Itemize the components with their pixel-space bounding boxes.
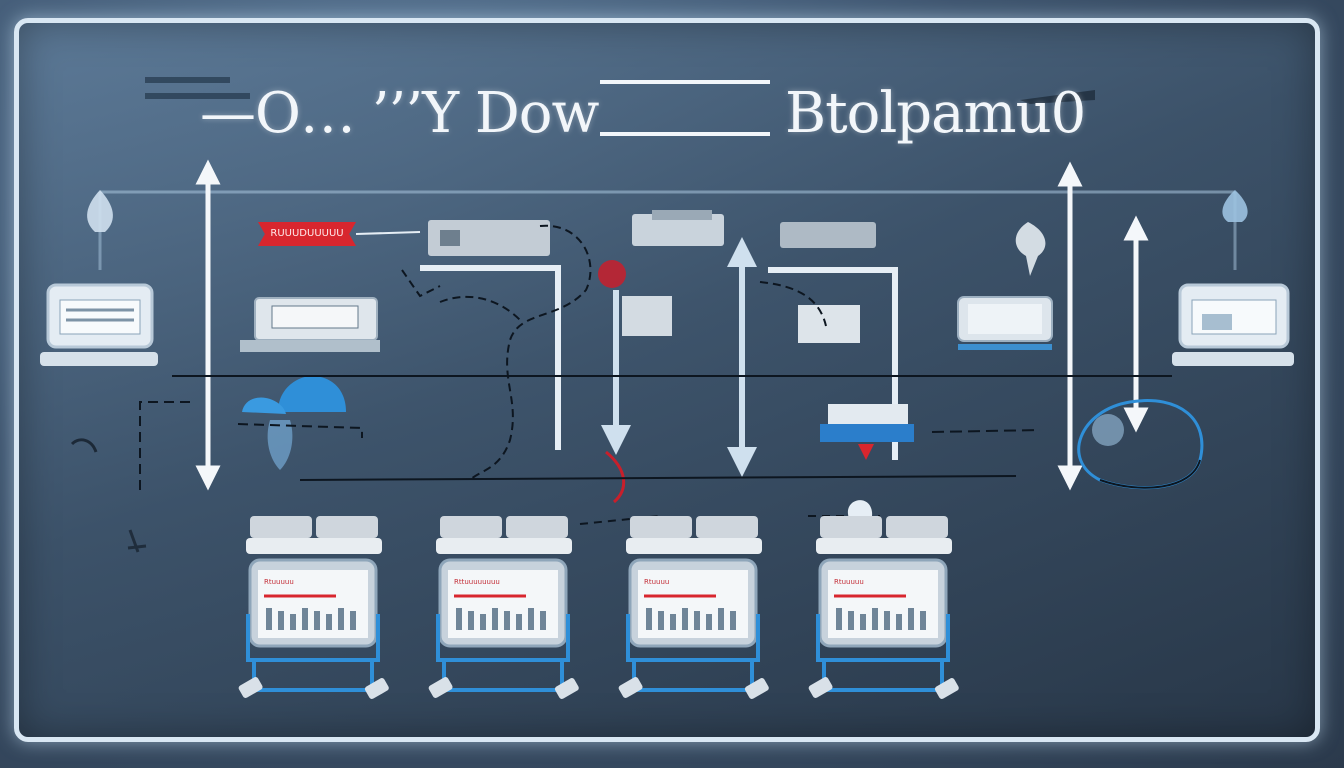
right-pin-icon [1222, 190, 1248, 222]
left-terminal-icon [40, 283, 158, 366]
terminal-part [250, 516, 312, 538]
terminal-part [670, 614, 676, 630]
terminal-card-label: Rttuuuuuuuu [454, 578, 500, 586]
printer-icon [632, 210, 724, 246]
terminal-part [364, 678, 389, 699]
diagram-title-right: Btolpamu0 [785, 81, 1086, 146]
terminal-part [278, 611, 284, 630]
monitor-icon [957, 296, 1053, 350]
printer-icon [798, 305, 860, 343]
terminal-part [246, 538, 382, 554]
terminal-part [448, 570, 558, 638]
terminal-part [718, 608, 724, 630]
hard-drive-icon [820, 404, 914, 460]
terminal-part [238, 677, 263, 698]
terminal-part [618, 677, 643, 698]
terminal-part [266, 608, 272, 630]
terminal-part [258, 570, 368, 638]
terminal-part [326, 614, 332, 630]
terminal-part [886, 516, 948, 538]
pin-icon [1015, 222, 1046, 276]
terminal-part [632, 660, 754, 690]
terminal-part [554, 678, 579, 699]
terminal-part [442, 660, 564, 690]
terminal-part [696, 516, 758, 538]
terminal-part [436, 614, 570, 662]
terminal-part [694, 611, 700, 630]
terminal-part [316, 516, 378, 538]
terminal-part [646, 608, 652, 630]
terminal-part [492, 608, 498, 630]
computer-terminal-icon [238, 516, 389, 699]
terminal-part [836, 608, 842, 630]
terminal-part [456, 608, 462, 630]
terminal-part [860, 614, 866, 630]
terminal-part [820, 516, 882, 538]
terminal-part [302, 608, 308, 630]
terminal-part [350, 611, 356, 630]
terminal-part [516, 614, 522, 630]
computer-terminal-icon [808, 516, 959, 699]
printer-icon [240, 297, 380, 352]
terminal-part [638, 570, 748, 638]
terminal-part [896, 614, 902, 630]
terminal-part [908, 608, 914, 630]
terminal-part [468, 611, 474, 630]
printer-icon [780, 222, 876, 248]
printer-icon [622, 296, 672, 336]
terminal-part [706, 614, 712, 630]
terminal-part [528, 608, 534, 630]
terminal-part [658, 611, 664, 630]
terminal-part [884, 611, 890, 630]
terminal-part [808, 677, 833, 698]
terminal-part [428, 677, 453, 698]
terminal-part [730, 611, 736, 630]
computer-terminal-icon [428, 516, 579, 699]
alert-dot-icon [598, 260, 626, 288]
title-decoration [145, 77, 1095, 136]
terminal-part [540, 611, 546, 630]
dashed-connectors [401, 224, 827, 481]
terminal-card-label: Rtuuuuu [264, 578, 294, 586]
terminal-part [744, 678, 769, 699]
red-connector [605, 450, 626, 504]
terminal-part [828, 570, 938, 638]
terminal-part [480, 614, 486, 630]
terminal-part [822, 660, 944, 690]
printer-icon [428, 220, 550, 256]
status-tag: RUUUDUUUUU [258, 222, 356, 246]
terminal-part [816, 538, 952, 554]
terminal-part [252, 660, 374, 690]
terminal-part [338, 608, 344, 630]
terminal-part [440, 516, 502, 538]
terminal-part [682, 608, 688, 630]
terminal-part [504, 611, 510, 630]
terminal-part [630, 516, 692, 538]
computer-terminal-icon [618, 516, 769, 699]
terminal-part [246, 614, 380, 662]
terminal-part [872, 608, 878, 630]
left-pin-icon [87, 190, 113, 232]
terminal-part [290, 614, 296, 630]
terminal-card-label: Rtuuuu [644, 578, 670, 586]
terminal-part [848, 611, 854, 630]
central-bracket-lines [420, 265, 898, 460]
terminal-part [506, 516, 568, 538]
loop-connector [1077, 399, 1204, 490]
terminal-part [920, 611, 926, 630]
terminal-card-label: Rtuuuuu [834, 578, 864, 586]
terminal-part [314, 611, 320, 630]
terminal-part [934, 678, 959, 699]
terminal-part [816, 614, 950, 662]
terminal-part [436, 538, 572, 554]
cloud-icon [242, 376, 346, 470]
right-terminal-icon [1172, 283, 1294, 366]
terminal-part [626, 614, 760, 662]
terminal-part [626, 538, 762, 554]
diagram-title-left: —O… ’’’Y Dow [200, 81, 599, 146]
